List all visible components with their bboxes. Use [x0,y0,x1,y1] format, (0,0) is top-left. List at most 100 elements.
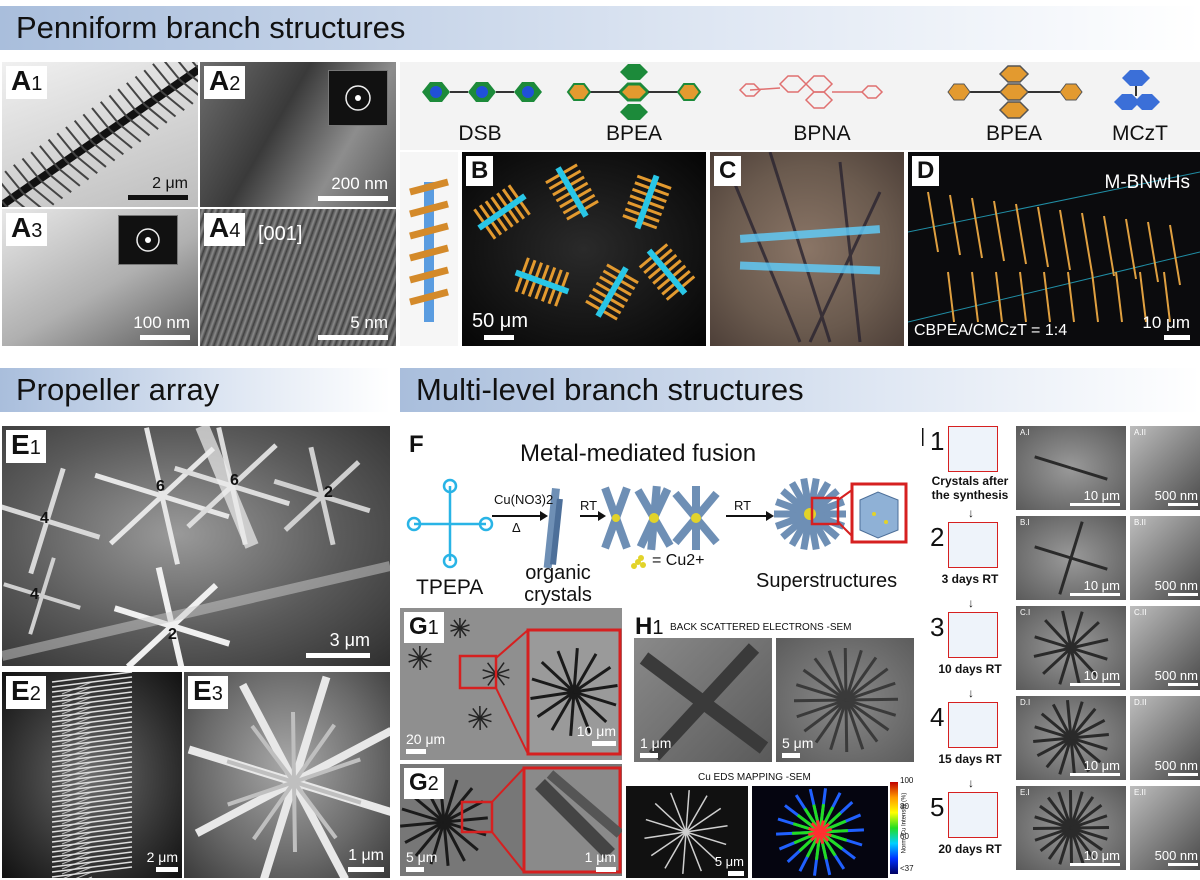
scale-bar: 5 μm [406,849,437,872]
step-schematic [948,522,998,568]
step-schematic [948,612,998,658]
step-label: 3 days RT [941,572,999,586]
mczt-structure [1114,70,1160,110]
sample-tag: M-BNwHs [1104,172,1191,193]
section-header-multilevel: Multi-level branch structures [400,368,1200,412]
i-step-row: 1 Crystals after the synthesis A.I 10 μm… [922,424,1200,512]
image-tag: A.II [1134,428,1147,437]
bpea-structure-2 [947,65,1083,119]
organic-crystals-label: organic crystals [524,562,592,606]
panel-b: B 50 μm [462,152,706,346]
a1-image [2,62,198,207]
panel-label: G1 [404,612,444,643]
step-label: 10 days RT [938,662,1002,676]
scale-bar: 200 nm [318,174,388,201]
down-arrow-icon: ↓ [968,596,974,610]
panel-c: C [710,152,904,346]
step-number: 3 [930,612,945,642]
panel-label: D [912,156,940,186]
panel-label: A2 [204,66,246,99]
scale-bar: 50 μm [472,310,528,340]
step-schematic [948,426,998,472]
i-step-row: 2 3 days RT B.I 10 μm B.II 500 nm [922,514,1200,602]
step-label: 20 days RT [938,842,1002,856]
h2-right-image [752,786,888,878]
scale-bar: 20 μm [406,731,445,754]
h2-left-image: 5 μm [626,786,748,878]
colorbar [890,782,898,874]
panel-a3: A3 100 nm [2,209,198,346]
panel-a2: A2 200 nm [200,62,396,207]
panel-label: E3 [188,676,228,709]
sem-image-right: C.II 500 nm [1130,606,1200,690]
scale-bar-inset: 10 μm [577,723,616,746]
e2-image [51,672,133,878]
colorbar-tick: 60 [900,832,909,841]
molecule-label-bpea-1: BPEA [605,122,663,145]
panel-label: A3 [6,213,48,246]
down-arrow-icon: ↓ [968,776,974,790]
b-image [473,163,696,321]
sem-image-right: D.II 500 nm [1130,696,1200,780]
panel-label: A4 [204,213,246,246]
scale-bar: 500 nm [1155,758,1198,776]
panel-label: C [714,156,742,186]
branch-count: 6 [156,478,165,495]
panel-a4: A4 [001] 5 nm [200,209,396,346]
sem-image-left: E.I 10 μm [1016,786,1126,870]
step-number: 2 [930,522,945,552]
panel-a1: A1 2 μm [2,62,198,207]
scale-bar: 500 nm [1155,488,1198,506]
panel-label: G2 [404,768,444,799]
sem-image-left: C.I 10 μm [1016,606,1126,690]
zone-axis-label: [001] [258,223,303,245]
diffraction-inset [118,215,178,265]
panel-label: A1 [6,66,48,99]
g1-image [408,617,622,756]
scale-bar: 1 μm [348,847,384,872]
image-tag: E.I [1020,788,1030,797]
image-tag: C.II [1134,608,1147,617]
down-arrow-icon: ↓ [968,686,974,700]
step-label: 15 days RT [938,752,1002,766]
scale-bar: 500 nm [1155,668,1198,686]
section-header-penniform: Penniform branch structures [0,6,1200,50]
panel-h2: H2 Cu EDS MAPPING -SEM 5 μm 100 80 60 <3… [626,772,918,878]
branch-count: 6 [230,472,239,489]
scale-bar: 2 μm [124,174,192,201]
bpea-structure-1 [566,64,702,120]
panel-label: E1 [6,430,46,463]
scale-bar: 5 μm [715,854,744,876]
scale-bar: 10 μm [1070,578,1120,596]
penniform-schematic [400,152,458,346]
i-step-row: 4 15 days RT D.I 10 μm D.II 500 nm [922,694,1200,782]
scale-bar-inset: 1 μm [585,849,616,872]
sem-image-right: E.II 500 nm [1130,786,1200,870]
colorbar-tick: 80 [900,802,909,811]
scale-bar: 5 μm [782,735,813,758]
panel-i: 1 Crystals after the synthesis A.I 10 μm… [922,420,1200,878]
e3-image [187,675,390,878]
panel-label: H1 [630,612,669,643]
tpepa-structure [406,478,494,569]
down-arrow-icon: ↓ [968,506,974,520]
sem-image-left: D.I 10 μm [1016,696,1126,780]
step-number: 4 [930,702,945,732]
panel-label: F [404,430,429,460]
e1-image [2,426,390,666]
h1-left-image: 1 μm [634,638,772,762]
cu-legend: = Cu2+ [652,552,705,569]
scale-bar: 10 μm [1070,758,1120,776]
scale-bar: 10 μm [1070,488,1120,506]
scale-bar: 100 nm [133,313,190,340]
scale-bar: 10 μm [1142,313,1190,340]
molecule-label-bpea-2: BPEA [985,122,1043,145]
step-number: 1 [930,426,945,456]
dsb-structure [422,82,542,102]
reagent-condition: Δ [512,520,521,535]
branch-count: 2 [324,484,333,501]
sem-image-left: A.I 10 μm [1016,426,1126,510]
section-header-propeller: Propeller array [0,368,390,412]
panel-f: F Metal-mediated fusion Cu(NO3)2 Δ R [400,426,920,608]
branch-count: 4 [30,586,39,603]
